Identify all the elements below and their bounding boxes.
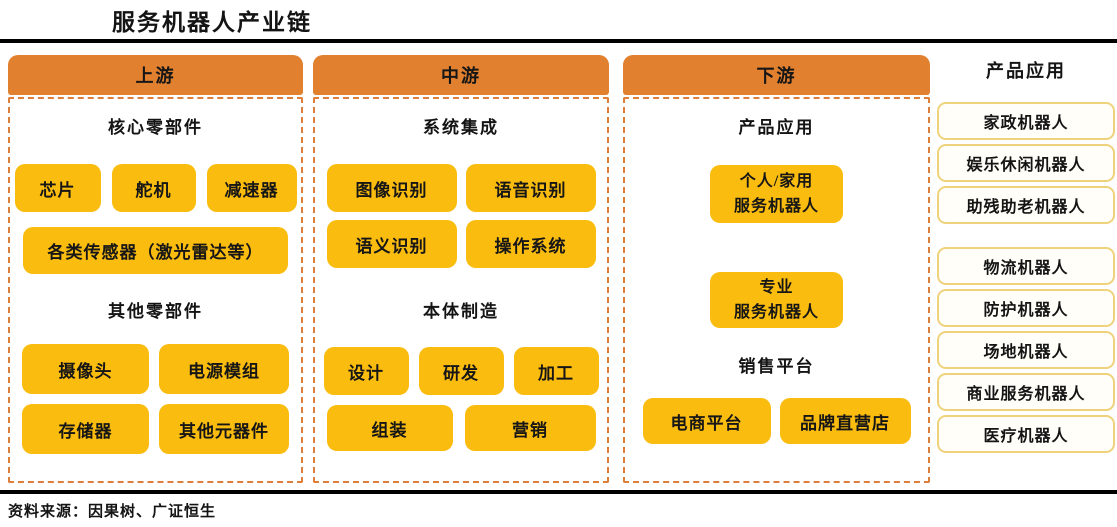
chain-node-power-module: 电源模组 bbox=[159, 344, 289, 394]
app-box-entertainment: 娱乐休闲机器人 bbox=[937, 144, 1115, 182]
core-components-label: 核心零部件 bbox=[108, 118, 203, 137]
applications-header: 产品应用 bbox=[986, 61, 1066, 81]
professional-applications-group: 物流机器人 防护机器人 场地机器人 商业服务机器人 医疗机器人 bbox=[937, 247, 1115, 457]
sales-platform-label: 销售平台 bbox=[738, 357, 815, 376]
chain-node-other-parts: 其他元器件 bbox=[159, 404, 289, 454]
downstream-content: 产品应用 个人/家用 服务机器人 专业 服务机器人 销售平台 电商平台 品牌直营… bbox=[623, 97, 930, 483]
column-downstream: 下游 产品应用 个人/家用 服务机器人 专业 服务机器人 销售平台 电商平台 品… bbox=[623, 55, 930, 483]
chain-node-reducer: 减速器 bbox=[206, 164, 297, 212]
top-divider bbox=[0, 39, 1117, 43]
manufacturing-row-2: 组装 营销 bbox=[326, 405, 596, 451]
chain-node-processing: 加工 bbox=[513, 347, 599, 395]
node-line: 专业 bbox=[759, 279, 794, 296]
upstream-header: 上游 bbox=[8, 55, 303, 95]
system-integration-label: 系统集成 bbox=[423, 118, 499, 137]
app-box-protection: 防护机器人 bbox=[937, 289, 1115, 327]
chain-node-design: 设计 bbox=[323, 347, 409, 395]
chain-node-image-recognition: 图像识别 bbox=[326, 164, 457, 212]
node-line: 个人/家用 bbox=[739, 173, 814, 190]
manufacturing-row-1: 设计 研发 加工 bbox=[323, 347, 599, 395]
downstream-header: 下游 bbox=[623, 55, 930, 95]
chain-node-storage: 存储器 bbox=[22, 404, 149, 454]
app-box-commercial: 商业服务机器人 bbox=[937, 373, 1115, 411]
other-components-row-1: 摄像头 电源模组 bbox=[22, 344, 289, 394]
column-applications: 产品应用 家政机器人 娱乐休闲机器人 助残助老机器人 物流机器人 防护机器人 场… bbox=[937, 55, 1115, 457]
source-note: 资料来源：因果树、广证恒生 bbox=[8, 504, 217, 520]
app-box-logistics: 物流机器人 bbox=[937, 247, 1115, 285]
app-box-field: 场地机器人 bbox=[937, 331, 1115, 369]
other-components-label: 其他零部件 bbox=[108, 302, 203, 321]
personal-applications-group: 家政机器人 娱乐休闲机器人 助残助老机器人 bbox=[937, 102, 1115, 228]
upstream-content: 核心零部件 芯片 舵机 减速器 各类传感器（激光雷达等） 其他零部件 摄像头 电… bbox=[8, 97, 303, 483]
chain-node-camera: 摄像头 bbox=[22, 344, 149, 394]
node-line: 服务机器人 bbox=[733, 198, 819, 215]
integration-row-2: 语义识别 操作系统 bbox=[326, 220, 596, 268]
column-upstream: 上游 核心零部件 芯片 舵机 减速器 各类传感器（激光雷达等） 其他零部件 摄像… bbox=[8, 55, 303, 483]
chain-board: 上游 核心零部件 芯片 舵机 减速器 各类传感器（激光雷达等） 其他零部件 摄像… bbox=[8, 55, 1115, 483]
chain-node-brand-store: 品牌直营店 bbox=[779, 398, 911, 444]
chain-node-ecommerce: 电商平台 bbox=[642, 398, 771, 444]
chain-node-speech-recognition: 语音识别 bbox=[465, 164, 596, 212]
chain-node-semantic-recognition: 语义识别 bbox=[326, 220, 457, 268]
sales-platform-row: 电商平台 品牌直营店 bbox=[642, 398, 911, 444]
other-components-row-2: 存储器 其他元器件 bbox=[22, 404, 289, 454]
product-application-label: 产品应用 bbox=[738, 118, 815, 137]
bottom-divider bbox=[0, 490, 1117, 494]
core-components-row: 芯片 舵机 减速器 bbox=[14, 164, 297, 212]
chain-node-chip: 芯片 bbox=[14, 164, 101, 212]
integration-row-1: 图像识别 语音识别 bbox=[326, 164, 596, 212]
column-midstream: 中游 系统集成 图像识别 语音识别 语义识别 操作系统 本体制造 设计 研发 加… bbox=[313, 55, 609, 483]
chain-node-assembly: 组装 bbox=[326, 405, 453, 451]
midstream-content: 系统集成 图像识别 语音识别 语义识别 操作系统 本体制造 设计 研发 加工 组… bbox=[313, 97, 609, 483]
chain-node-professional-robot: 专业 服务机器人 bbox=[710, 272, 843, 328]
page-title: 服务机器人产业链 bbox=[112, 10, 312, 35]
app-box-medical: 医疗机器人 bbox=[937, 415, 1115, 453]
node-line: 服务机器人 bbox=[733, 304, 819, 321]
app-box-housekeeping: 家政机器人 bbox=[937, 102, 1115, 140]
body-manufacturing-label: 本体制造 bbox=[423, 302, 499, 321]
midstream-header: 中游 bbox=[313, 55, 609, 95]
chain-node-operating-system: 操作系统 bbox=[465, 220, 596, 268]
chain-node-sensors: 各类传感器（激光雷达等） bbox=[23, 227, 288, 274]
app-box-elderly-assist: 助残助老机器人 bbox=[937, 186, 1115, 224]
chain-node-personal-home-robot: 个人/家用 服务机器人 bbox=[710, 165, 843, 223]
chain-node-rnd: 研发 bbox=[418, 347, 504, 395]
chain-node-marketing: 营销 bbox=[464, 405, 596, 451]
chain-node-servo: 舵机 bbox=[111, 164, 196, 212]
